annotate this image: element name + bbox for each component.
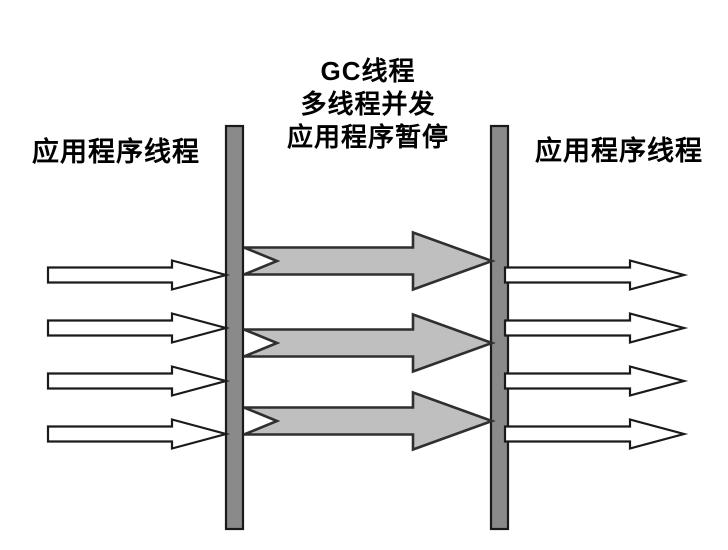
gc-thread-arrow-1 (243, 230, 496, 292)
app-thread-arrow-left-2 (46, 312, 231, 344)
right-app-threads-label: 应用程序线程 (535, 135, 703, 166)
app-thread-arrow-left-4 (46, 418, 231, 450)
app-thread-arrow-right-1 (503, 259, 689, 291)
gc-phase-label-line3: 应用程序暂停 (287, 122, 449, 152)
app-thread-arrow-right-2 (503, 312, 689, 344)
app-thread-arrow-left-1 (46, 259, 231, 291)
app-thread-arrow-left-3 (46, 365, 231, 397)
app-thread-arrow-right-4 (503, 418, 689, 450)
gc-thread-arrow-3 (243, 390, 496, 452)
pause-barrier-left (224, 124, 245, 531)
gc-thread-arrow-2 (243, 312, 496, 374)
app-thread-arrow-right-3 (503, 365, 689, 397)
left-app-threads-label: 应用程序线程 (32, 136, 200, 167)
gc-phase-label-line1: GC线程 (320, 56, 415, 86)
gc-phase-label-line2: 多线程并发 (300, 89, 435, 119)
